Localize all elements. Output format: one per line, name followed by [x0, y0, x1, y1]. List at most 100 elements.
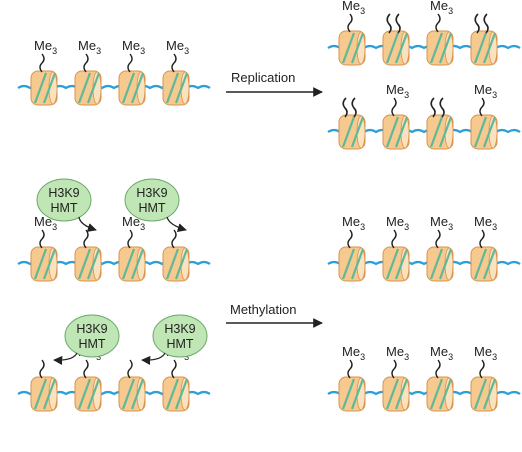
- dna-wrap: [174, 378, 189, 410]
- dna-wrap: [429, 248, 444, 280]
- nucleosome: Me3: [382, 214, 410, 282]
- enzyme-arrow: [166, 216, 187, 233]
- me-text: Me: [430, 0, 448, 13]
- me3-label: Me3: [430, 0, 453, 16]
- me-subscript: 3: [360, 6, 365, 16]
- dna-wrap: [165, 378, 180, 410]
- nucleosome: [470, 13, 498, 66]
- nucleosome: [162, 229, 190, 282]
- replication-step: Replication: [226, 70, 323, 97]
- dna-wrap: [341, 378, 356, 410]
- nucleosome: [426, 97, 454, 150]
- dna-wrap: [482, 116, 497, 148]
- dna-wrap: [121, 248, 136, 280]
- histone-tail: [342, 97, 348, 118]
- me3-label: Me3: [474, 214, 497, 232]
- me3-label: Me3: [342, 0, 365, 16]
- histone-tail: [435, 359, 441, 379]
- methylation-label: Methylation: [230, 302, 296, 317]
- me-text: Me: [430, 214, 448, 229]
- histone-tail: [127, 359, 133, 379]
- histone-tail: [391, 97, 397, 117]
- dna-wrap: [438, 116, 453, 148]
- histone-tail: [430, 97, 436, 118]
- enzyme-label-line2: HMT: [166, 337, 193, 351]
- dna-wrap: [33, 378, 48, 410]
- me3-label: Me3: [430, 344, 453, 362]
- dna-wrap: [438, 32, 453, 64]
- nucleosome: Me3: [470, 344, 498, 412]
- nucleosome: [382, 13, 410, 66]
- me-subscript: 3: [184, 352, 189, 362]
- dna-wrap: [350, 378, 365, 410]
- me-subscript: 3: [404, 90, 409, 100]
- enzyme-arrow: [78, 216, 97, 232]
- me-subscript: 3: [448, 352, 453, 362]
- histone-tail: [439, 97, 445, 118]
- me3-label: Me3: [78, 38, 101, 56]
- dna-wrap: [77, 378, 92, 410]
- dna-wrap: [385, 248, 400, 280]
- dna-wrap: [341, 32, 356, 64]
- nucleosome: Me3: [338, 0, 366, 66]
- dna-wrap: [86, 378, 101, 410]
- histone-tail: [83, 359, 89, 379]
- me3-label: Me3: [474, 344, 497, 362]
- me-subscript: 3: [184, 46, 189, 56]
- dna-wrap: [42, 378, 57, 410]
- dna-wrap: [482, 32, 497, 64]
- histone-tail: [479, 97, 485, 117]
- histone-tail: [391, 359, 397, 379]
- enzyme-label-line2: HMT: [138, 201, 165, 215]
- dna-wrap: [438, 378, 453, 410]
- nucleosome: Me3: [426, 0, 454, 66]
- nucleosome: Me3: [382, 344, 410, 412]
- histone-tail: [351, 97, 357, 118]
- nucleosome: Me3: [338, 344, 366, 412]
- nucleosome: Me3: [162, 344, 190, 412]
- dna-wrap: [473, 32, 488, 64]
- me-subscript: 3: [492, 90, 497, 100]
- dna-wrap: [394, 378, 409, 410]
- enzyme-body: [124, 178, 180, 222]
- dna-wrap: [394, 116, 409, 148]
- me-text: Me: [34, 214, 52, 229]
- methylation-step: Methylation: [226, 302, 323, 328]
- me-text: Me: [474, 214, 492, 229]
- dna-wrap: [473, 116, 488, 148]
- histone-tail: [127, 53, 133, 73]
- me3-label: Me3: [386, 82, 409, 100]
- nucleosome: [338, 97, 366, 150]
- me3-label: Me3: [166, 38, 189, 56]
- dna-wrap: [130, 72, 145, 104]
- dna-wrap: [385, 378, 400, 410]
- dna-wrap: [394, 32, 409, 64]
- histone-tail: [39, 359, 45, 379]
- nucleosome: [74, 229, 102, 282]
- dna-wrap: [42, 72, 57, 104]
- me3-label: Me3: [34, 214, 57, 232]
- enzyme-label-line1: H3K9: [76, 322, 107, 336]
- enzyme-arrow: [141, 352, 166, 365]
- histone-tail: [347, 229, 353, 249]
- enzyme-body: [64, 314, 120, 358]
- dna-wrap: [341, 116, 356, 148]
- me-text: Me: [166, 38, 184, 53]
- histone-tail: [171, 53, 177, 73]
- me-subscript: 3: [140, 222, 145, 232]
- histone-tail: [83, 53, 89, 73]
- me-subscript: 3: [492, 352, 497, 362]
- me-text: Me: [474, 344, 492, 359]
- me3-label: Me3: [342, 344, 365, 362]
- me-text: Me: [122, 214, 140, 229]
- dna-wrap: [385, 32, 400, 64]
- enzyme-label-line1: H3K9: [136, 186, 167, 200]
- histone-tail: [391, 229, 397, 249]
- me3-label: Me3: [430, 214, 453, 232]
- me-text: Me: [430, 344, 448, 359]
